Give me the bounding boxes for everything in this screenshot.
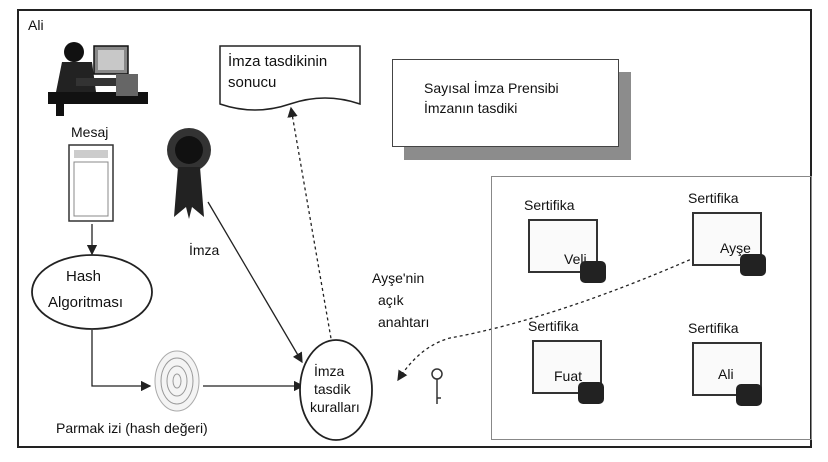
fingerprint-label: Parmak izi (hash değeri) <box>56 420 208 437</box>
fingerprint-icon <box>152 348 202 414</box>
certificate-veli: Sertifika Veli <box>524 197 606 279</box>
certificate-name: Fuat <box>554 368 582 384</box>
certificate-ali: Sertifika Ali <box>688 320 770 402</box>
document-icon <box>68 144 114 222</box>
message-label: Mesaj <box>71 124 108 141</box>
title-line1: Sayısal İmza Prensibi <box>424 80 559 97</box>
title-line2: İmzanın tasdiki <box>424 100 517 117</box>
verification-rules-line3: kuralları <box>310 399 360 416</box>
certificate-ayse: Sertifika Ayşe <box>688 190 770 272</box>
public-key-label-line1: Ayşe'nin <box>372 270 424 287</box>
certificate-seal <box>740 254 766 276</box>
seal-ribbon-icon <box>164 125 214 225</box>
arrow-signature-to-rules <box>208 202 302 362</box>
certificate-title: Sertifika <box>688 320 739 336</box>
certificate-title: Sertifika <box>528 318 579 334</box>
public-key-label-line2: açık <box>378 292 404 309</box>
hash-algorithm-ellipse <box>32 255 152 329</box>
verification-rules-line1: İmza <box>314 363 344 380</box>
arrow-rules-to-result <box>291 108 333 350</box>
certificate-seal <box>578 382 604 404</box>
public-key-label-line3: anahtarı <box>378 314 429 331</box>
certificate-seal <box>580 261 606 283</box>
verification-result-line2: sonucu <box>228 74 276 91</box>
hash-label-line1: Hash <box>66 268 101 285</box>
verification-rules-line2: tasdik <box>314 381 351 398</box>
verification-result-line1: İmza tasdikinin <box>228 53 327 70</box>
certificate-name: Ali <box>718 366 734 382</box>
actor-label-ali: Ali <box>28 17 44 34</box>
hash-label-line2: Algoritması <box>48 294 123 311</box>
certificate-title: Sertifika <box>524 197 575 213</box>
certificate-seal <box>736 384 762 406</box>
key-icon <box>430 368 444 408</box>
signature-label: İmza <box>189 242 219 259</box>
certificate-fuat: Sertifika Fuat <box>528 318 610 400</box>
person-at-computer-icon <box>46 30 154 116</box>
arrow-hash-to-fingerprint <box>92 330 150 386</box>
certificate-title: Sertifika <box>688 190 739 206</box>
